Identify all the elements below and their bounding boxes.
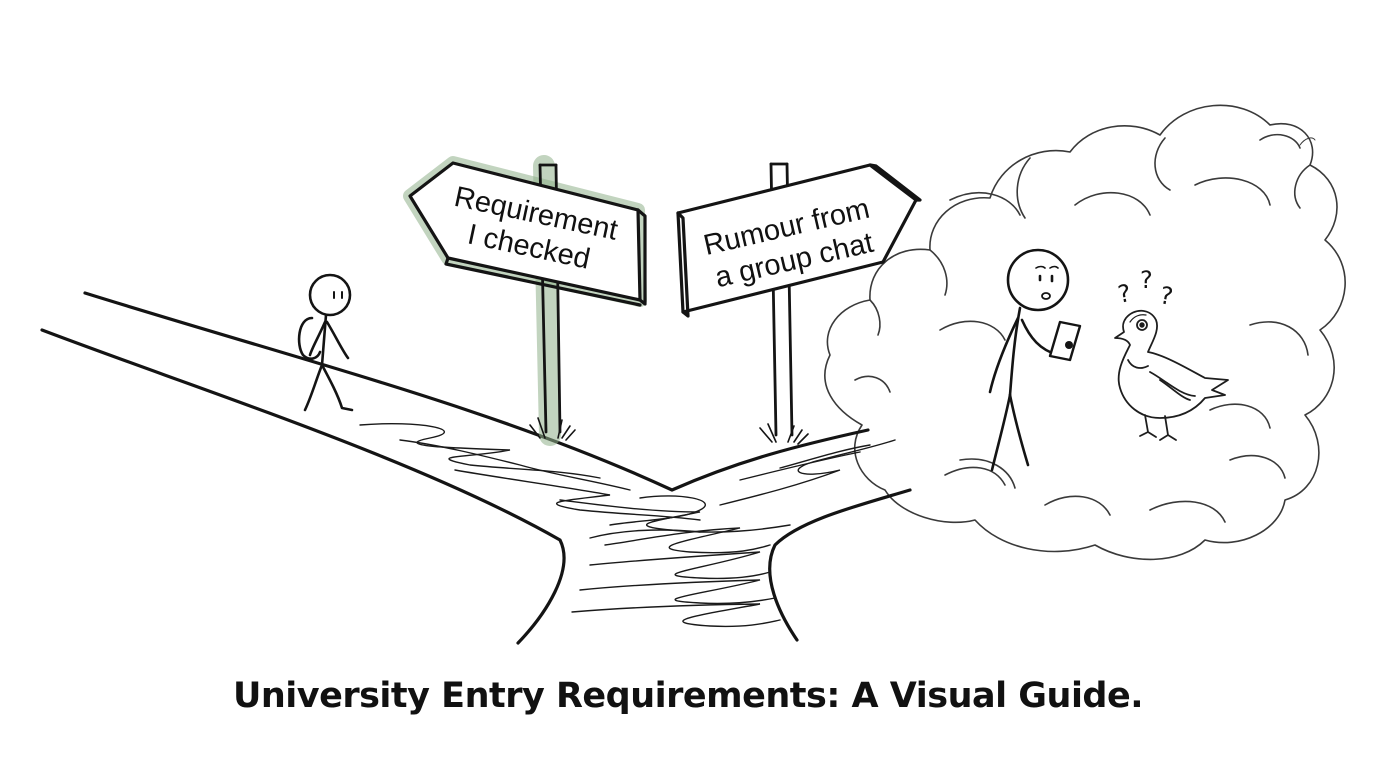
road-edges — [40, 291, 912, 645]
student-walking-icon — [297, 273, 354, 412]
rumour-cloud — [824, 104, 1346, 561]
question-marks: ? ? ? — [1116, 266, 1175, 311]
question-mark-1: ? — [1116, 279, 1133, 309]
confused-pigeon-icon — [1114, 309, 1229, 441]
question-mark-3: ? — [1158, 281, 1175, 311]
signpost-right: Rumour from a group chat — [676, 162, 922, 445]
confused-person-with-phone-icon — [988, 248, 1082, 472]
signpost-left: Requirement I checked — [403, 155, 647, 446]
caption: University Entry Requirements: A Visual … — [232, 676, 1144, 716]
road-texture — [359, 422, 896, 628]
question-mark-2: ? — [1140, 266, 1153, 294]
